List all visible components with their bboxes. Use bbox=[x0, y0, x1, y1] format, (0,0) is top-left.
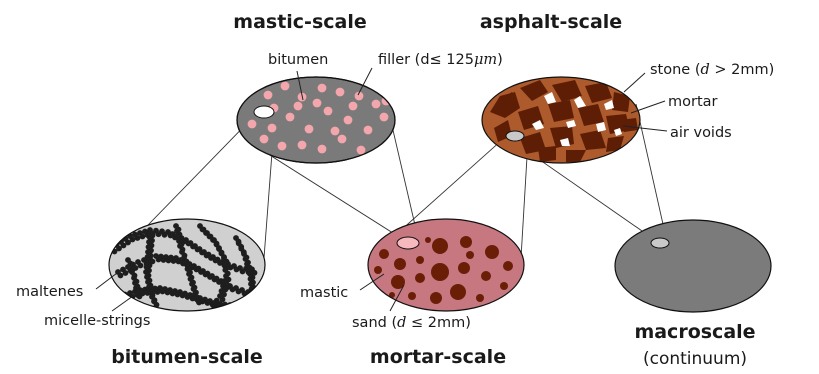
mastic-inclusion bbox=[397, 237, 419, 249]
stone bbox=[612, 92, 630, 112]
asphalt-scale-title: asphalt-scale bbox=[480, 11, 622, 33]
filler-dot bbox=[264, 91, 273, 100]
filler-dot bbox=[331, 127, 340, 136]
sand-grain bbox=[430, 292, 442, 304]
stone-label: stone (d > 2mm) bbox=[650, 62, 774, 78]
mastic-scale-title: mastic-scale bbox=[233, 11, 366, 33]
micelle-strings-label: micelle-strings bbox=[44, 313, 150, 329]
micelle-dot bbox=[123, 270, 129, 276]
mortar-label: mortar bbox=[668, 94, 718, 110]
maltenes-label: maltenes bbox=[16, 284, 83, 300]
bitumen-scale-title: bitumen-scale bbox=[111, 346, 263, 368]
micelle-dot bbox=[130, 237, 136, 243]
micelle-dot bbox=[232, 303, 238, 309]
sand-grain bbox=[431, 263, 449, 281]
filler-dot bbox=[313, 99, 322, 108]
macroscale-subtitle: (continuum) bbox=[643, 349, 747, 369]
asphalt-inclusion bbox=[651, 238, 669, 248]
sand-grain bbox=[408, 292, 416, 300]
sand-grain bbox=[379, 249, 389, 259]
filler-dot bbox=[324, 107, 333, 116]
filler-label: filler (d≤ 125μm) bbox=[378, 52, 503, 68]
bitumen-scale-ellipse bbox=[109, 219, 265, 312]
bitumen-inclusion bbox=[254, 106, 274, 118]
filler-dot bbox=[364, 126, 373, 135]
leader-line bbox=[624, 73, 645, 92]
sand-grain bbox=[481, 271, 491, 281]
filler-dot bbox=[260, 135, 269, 144]
sand-grain bbox=[415, 273, 425, 283]
micelle-dot bbox=[135, 235, 141, 241]
filler-dot bbox=[344, 116, 353, 125]
micelle-dot bbox=[235, 306, 241, 312]
micelle-dot bbox=[254, 288, 260, 294]
filler-dot bbox=[298, 141, 307, 150]
filler-dot bbox=[294, 102, 303, 111]
sand-grain bbox=[466, 251, 474, 259]
mastic-label: mastic bbox=[300, 285, 348, 301]
macroscale-title: macroscale bbox=[634, 321, 755, 343]
micelle-dot bbox=[230, 306, 236, 312]
asphalt-scale-ellipse bbox=[482, 77, 640, 163]
micelle-dot bbox=[117, 293, 123, 299]
filler-dot bbox=[336, 88, 345, 97]
filler-dot bbox=[380, 113, 389, 122]
filler-dot bbox=[305, 125, 314, 134]
sand-label: sand (d ≤ 2mm) bbox=[352, 315, 471, 331]
mortar-scale-ellipse bbox=[368, 219, 524, 311]
micelle-dot bbox=[118, 273, 124, 279]
mortar-inclusion bbox=[506, 131, 524, 141]
micelle-dot bbox=[225, 305, 231, 311]
filler-dot bbox=[318, 84, 327, 93]
filler-dot bbox=[281, 82, 290, 91]
filler-dot bbox=[372, 100, 381, 109]
micelle-dot bbox=[257, 291, 263, 297]
sand-grain bbox=[394, 258, 406, 270]
sand-grain bbox=[500, 282, 508, 290]
sand-grain bbox=[503, 261, 513, 271]
micelle-dot bbox=[252, 292, 258, 298]
sand-grain bbox=[450, 284, 466, 300]
mastic-scale-ellipse bbox=[237, 77, 395, 163]
sand-grain bbox=[460, 236, 472, 248]
macroscale-ellipse bbox=[615, 220, 771, 312]
filler-dot bbox=[278, 142, 287, 151]
sand-grain bbox=[432, 238, 448, 254]
connector-line bbox=[636, 104, 667, 242]
micelle-dot bbox=[196, 300, 202, 306]
micelle-dot bbox=[220, 297, 226, 303]
stone bbox=[606, 136, 624, 152]
sand-grain bbox=[485, 245, 499, 259]
filler-dot bbox=[357, 146, 366, 155]
micelle-dot bbox=[140, 234, 146, 240]
micelle-dot bbox=[137, 294, 143, 300]
sand-grain bbox=[374, 266, 382, 274]
sand-grain bbox=[425, 237, 431, 243]
sand-grain bbox=[476, 294, 484, 302]
filler-dot bbox=[248, 120, 257, 129]
filler-dot bbox=[286, 113, 295, 122]
bitumen-label: bitumen bbox=[268, 52, 328, 68]
filler-dot bbox=[338, 135, 347, 144]
mortar-scale-title: mortar-scale bbox=[370, 346, 506, 368]
sand-grain bbox=[458, 262, 470, 274]
filler-dot bbox=[268, 124, 277, 133]
air-voids-label: air voids bbox=[670, 125, 732, 141]
stone bbox=[538, 146, 556, 162]
micelle-dot bbox=[138, 263, 144, 269]
sand-grain bbox=[416, 256, 424, 264]
filler-dot bbox=[318, 145, 327, 154]
filler-dot bbox=[349, 102, 358, 111]
